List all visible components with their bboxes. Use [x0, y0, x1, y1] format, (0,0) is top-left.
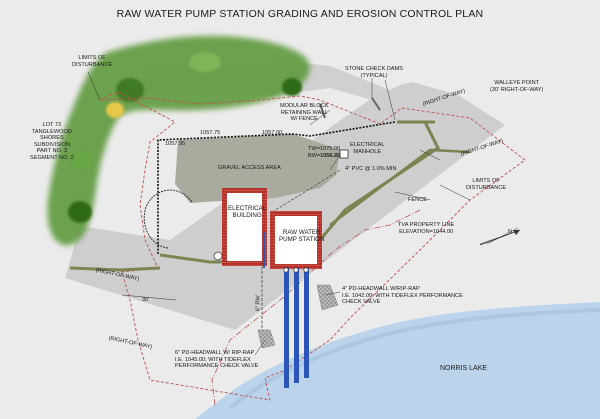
label-pvc: 4" PVC @ 1.0% MIN [345, 166, 397, 172]
label-electrical-building: ELECTRICAL BUILDING [228, 205, 267, 220]
wooded-area [47, 35, 310, 246]
label-walleye-point: WALLEYE POINT (30' RIGHT-OF-WAY) [490, 80, 544, 93]
wall-right-lower [329, 148, 471, 227]
label-tva-property-line: TVA PROPERTY LINE ELEVATION=1044.00 [398, 222, 455, 235]
label-30-ft: 30' [142, 297, 150, 303]
label-headwall-6in: 6" PD-HEADWALL W/ RIP-RAP I.E. 1045.00; … [175, 350, 259, 370]
label-lot-73: LOT 73 TANGLEWOOD SHORES SUBDIVISION PAR… [30, 122, 74, 161]
generator-icon [213, 251, 223, 261]
thirty-ft-dimension [121, 294, 177, 301]
electrical-manhole [339, 149, 349, 159]
page-title: RAW WATER PUMP STATION GRADING AND EROSI… [116, 8, 484, 20]
road [65, 82, 505, 330]
label-elev-1057-75: 1057.75 [200, 130, 221, 136]
label-norris-lake: NORRIS LAKE [440, 365, 488, 372]
lake [195, 302, 600, 419]
label-elev-1056-25: 1056.25 [320, 153, 341, 159]
riprap-6in [257, 329, 276, 349]
label-gravel-access: GRAVEL ACCESS AREA [218, 165, 281, 171]
retaining-wall [157, 121, 396, 254]
riprap-4in [316, 284, 339, 311]
label-fence: FENCE [408, 197, 427, 203]
label-tw-bw: TW=1075.00 BW=1056.60 [308, 146, 341, 159]
label-6in-rw: 6" RW [255, 295, 262, 312]
fence-bottom-left [69, 266, 161, 272]
label-raw-water-pump-station: RAW WATER PUMP STATION [279, 229, 325, 244]
label-elev-1057-00: 1057.00 [262, 130, 283, 136]
check-dam-1 [371, 97, 381, 111]
fence-loop [143, 189, 193, 249]
label-headwall-4in: 4" PD-HEADWALL W/RIP-RAP I.E. 1042.00; W… [342, 286, 463, 306]
gravel-access-area [175, 134, 340, 203]
pvc-line [271, 169, 341, 213]
label-elev-1057-95: 1057.95 [165, 141, 186, 147]
label-north: N [508, 229, 513, 235]
fence-left [159, 253, 225, 264]
label-modular-block: MODULAR BLOCK RETAINING WALL W/ FENCE [280, 103, 329, 123]
check-dam-2 [319, 103, 326, 119]
north-arrow [479, 229, 521, 246]
property-line [211, 209, 421, 406]
label-stone-check-dams: STONE CHECK DAMS (TYPICAL) [345, 66, 404, 79]
label-limits-disturbance-top: LIMITS OF DISTURBANCE [72, 55, 113, 68]
discharge-pipes [283, 267, 309, 388]
lake-edge [228, 308, 600, 410]
label-limits-disturbance-right: LIMITS OF DISTURBANCE [466, 178, 507, 191]
label-electrical-manhole: ELECTRICAL MANHOLE [350, 142, 385, 155]
